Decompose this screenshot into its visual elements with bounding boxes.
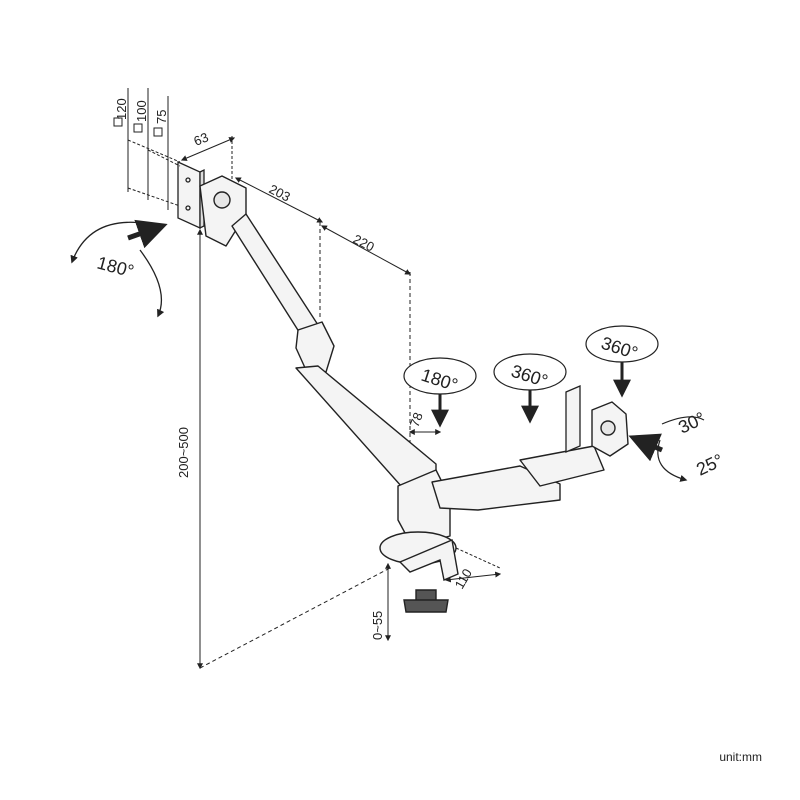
rotation-tilt-side-label: 180° (95, 253, 136, 282)
vesa-120-label: 120 (114, 98, 129, 120)
vesa-75-label: 75 (154, 110, 169, 124)
dim-78: 78 (407, 410, 442, 435)
rotation-pan-mid: 360° (493, 353, 567, 424)
dim-220-label: 220 (351, 231, 377, 254)
arm-upper-segment (231, 213, 321, 347)
vesa-labels: 120 100 75 (114, 98, 169, 124)
vesa-plate-left (177, 160, 205, 230)
vesa-plate-right (565, 385, 581, 453)
dim-203-label: 203 (267, 181, 293, 204)
dim-height-label: 200~500 (176, 427, 191, 478)
rotation-tilt-up-label: 30° (675, 408, 708, 438)
arm-body (199, 175, 629, 547)
dim-63: 63 (180, 129, 236, 180)
rotation-tilt-right: 30° 25° (628, 408, 726, 482)
rotation-tilt-side: 180° (70, 219, 168, 318)
dim-clamp: 0~55 (370, 562, 391, 642)
arm-right-segment (431, 465, 561, 511)
vesa-100-label: 100 (134, 100, 149, 122)
dim-clamp-label: 0~55 (370, 611, 385, 640)
vesa-square-icons (113, 117, 163, 137)
rotation-pan-right: 360° (585, 325, 659, 398)
vesa-dimension-lines (127, 88, 181, 210)
rotation-tilt-down-label: 25° (693, 450, 726, 480)
clamp-knob (403, 599, 449, 613)
dim-height: 200~500 (176, 228, 391, 670)
desk-clamp (379, 531, 459, 613)
rotation-pan-left: 180° (403, 357, 477, 428)
arm-elbow-joint (295, 321, 335, 373)
dim-63-label: 63 (192, 129, 211, 148)
unit-label: unit:mm (719, 750, 762, 764)
dim-78-label: 78 (407, 410, 426, 429)
